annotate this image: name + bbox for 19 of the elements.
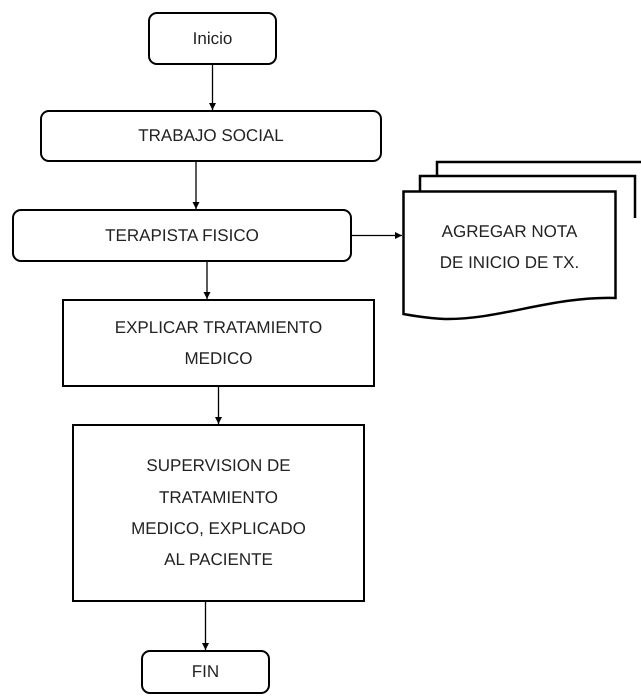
process-box [40,110,382,162]
arrow [204,262,210,299]
arrow [202,602,209,650]
process-box [62,299,375,387]
node-label: Inicio [192,28,232,50]
arrow [209,65,216,110]
arrow [215,387,222,424]
node-label: TERAPISTA FISICO [105,224,259,247]
node-label: AGREGAR NOTA DE INICIO DE TX. [438,220,580,274]
process-box [72,424,365,602]
node-label: FIN [192,661,220,684]
process-box [12,209,352,262]
node-label: TRABAJO SOCIAL [138,125,284,148]
terminal-box [141,650,270,694]
node-label: EXPLICAR TRATAMIENTO MEDICO [114,316,324,370]
node-label: SUPERVISION DE TRATAMIENTO MEDICO, EXPLICADO AL PACIENTE [130,455,307,572]
arrow [352,232,402,239]
arrow [192,162,200,209]
terminal-box [148,12,277,65]
